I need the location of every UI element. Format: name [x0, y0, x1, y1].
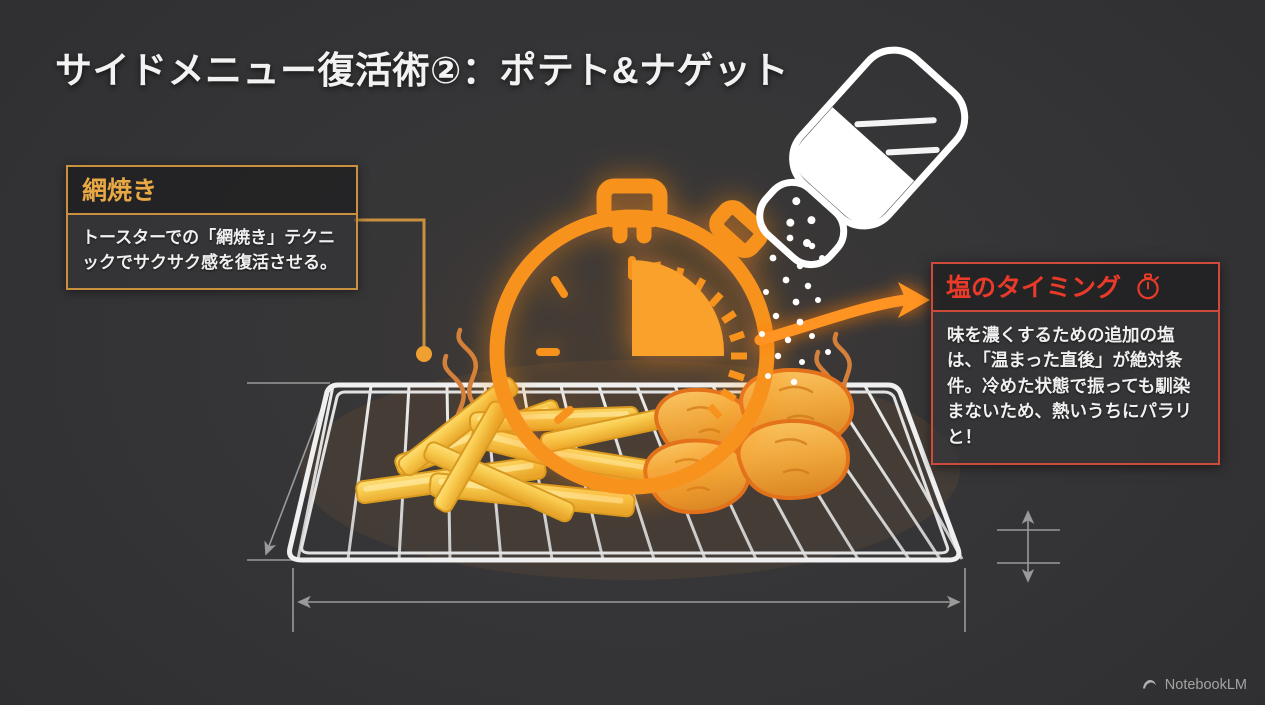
callout-amiyaki-body: トースターでの「網焼き」テクニックでサクサク感を復活させる。 [68, 215, 356, 289]
salt-shaker-graphic [756, 46, 969, 269]
stopwatch-progress-sector [632, 260, 724, 352]
callout-amiyaki-title: 網焼き [82, 177, 158, 205]
callout-amiyaki: 網焼き トースターでの「網焼き」テクニックでサクサク感を復活させる。 [66, 165, 358, 291]
page-title: サイドメニュー復活術②：ポテト&ナゲット [55, 50, 790, 91]
notebooklm-watermark-label: NotebookLM [1164, 676, 1247, 693]
callout-salt-timing-body: 味を濃くするための追加の塩は、「温まった直後」が絶対条件。冷めた状態で振っても馴… [933, 312, 1218, 463]
stopwatch-icon [1133, 271, 1163, 301]
callout-salt-timing: 塩のタイミング 味を濃くするための追加の塩は、「温まった直後」が絶対条件。冷めた… [931, 262, 1220, 465]
stopwatch-minor-ticks [653, 261, 747, 420]
salt-grains [759, 234, 831, 386]
callout-amiyaki-header: 網焼き [68, 167, 356, 215]
notebooklm-logo-icon [1142, 680, 1156, 689]
leader-line [354, 218, 432, 362]
callout-salt-timing-title: 塩のタイミング [946, 274, 1122, 302]
pointer-arrow [754, 282, 930, 346]
callout-salt-timing-header: 塩のタイミング [933, 264, 1218, 312]
shaker-holes [786, 197, 816, 248]
stopwatch-graphic [489, 178, 775, 495]
notebooklm-watermark: NotebookLM [1141, 676, 1247, 693]
